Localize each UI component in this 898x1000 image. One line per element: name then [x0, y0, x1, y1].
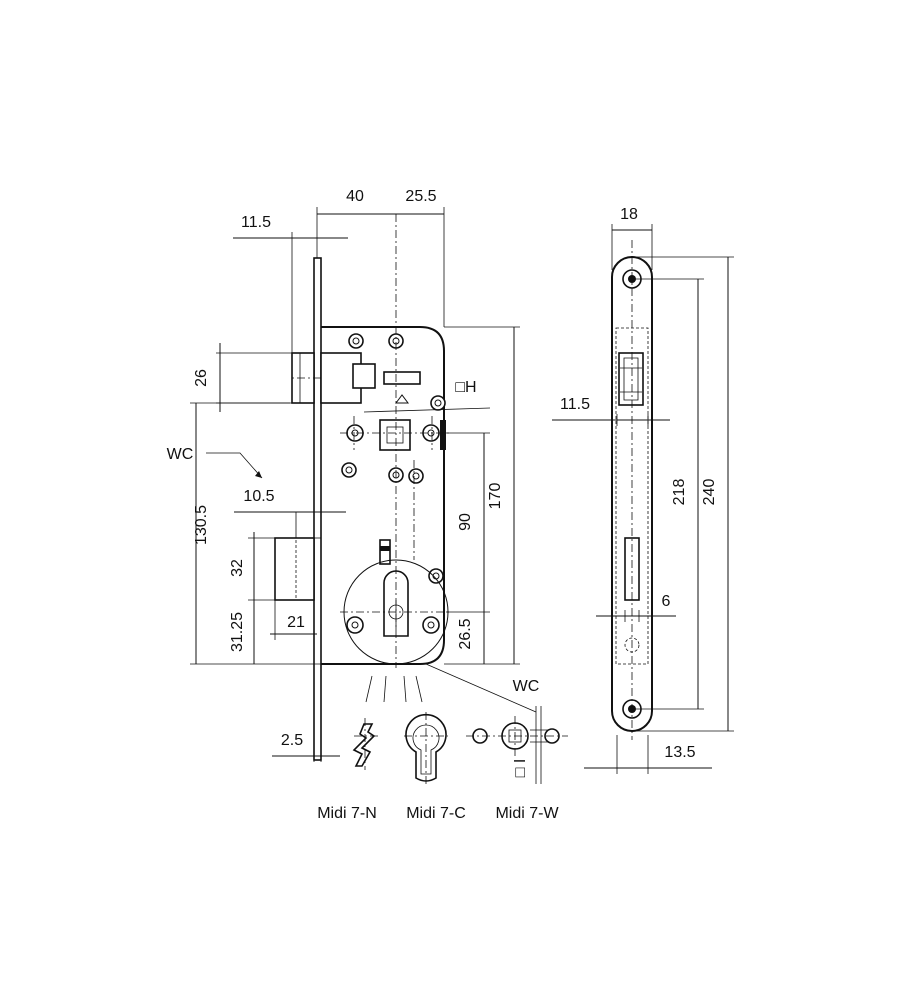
dim-18: 18	[620, 206, 638, 223]
dim-11-5-side: 11.5	[560, 396, 590, 413]
dim-40: 40	[346, 188, 364, 205]
dim-26-5: 26.5	[457, 618, 474, 649]
dim-218: 218	[671, 479, 688, 506]
dim-170: 170	[487, 483, 504, 510]
dim-31-25: 31.25	[229, 612, 246, 652]
dim-21: 21	[287, 614, 305, 631]
follower-square	[379, 419, 411, 451]
variant-label-w: Midi 7-W	[495, 805, 559, 822]
label-square-i: □ I	[512, 759, 529, 778]
faceplate	[313, 257, 322, 761]
variant-label-n: Midi 7-N	[317, 805, 377, 822]
dead-bolt	[274, 511, 322, 601]
dim-32: 32	[229, 559, 246, 577]
dim-25-5: 25.5	[405, 188, 436, 205]
faceplate-side-view	[611, 240, 653, 740]
follower-slot	[440, 420, 446, 450]
lock-front-view	[274, 214, 450, 761]
variant-n-keyhole	[352, 718, 378, 770]
label-wc-top: WC	[167, 446, 194, 463]
tumbler	[395, 394, 409, 404]
side-dimensions: 18 11.5 218 240 6 13.5	[552, 206, 734, 774]
variant-w-thumbturn	[466, 706, 568, 784]
dim-13-5: 13.5	[664, 744, 695, 761]
dim-11-5-left: 11.5	[241, 214, 271, 231]
dim-6: 6	[662, 593, 671, 610]
variant-symbols: □ I Midi 7-N Midi 7-C Midi 7-W	[317, 706, 568, 822]
lock-case	[321, 326, 445, 665]
label-wc-bottom: WC	[513, 678, 540, 695]
latch-bolt	[291, 352, 376, 404]
dim-90: 90	[457, 513, 474, 531]
dim-2-5: 2.5	[281, 732, 303, 749]
dim-10-5: 10.5	[243, 488, 274, 505]
front-dimensions: 40 25.5 11.5 26 WC 10.5 130.5 32 31.25	[167, 188, 540, 762]
variant-label-c: Midi 7-C	[406, 805, 466, 822]
spring-slot	[383, 371, 421, 385]
dim-130-5: 130.5	[193, 505, 210, 545]
variant-c-cylinder-profile	[404, 712, 448, 784]
latch-window	[618, 352, 644, 406]
label-square-h: □H	[455, 379, 476, 396]
dim-26: 26	[193, 369, 210, 387]
dim-240: 240	[701, 479, 718, 506]
